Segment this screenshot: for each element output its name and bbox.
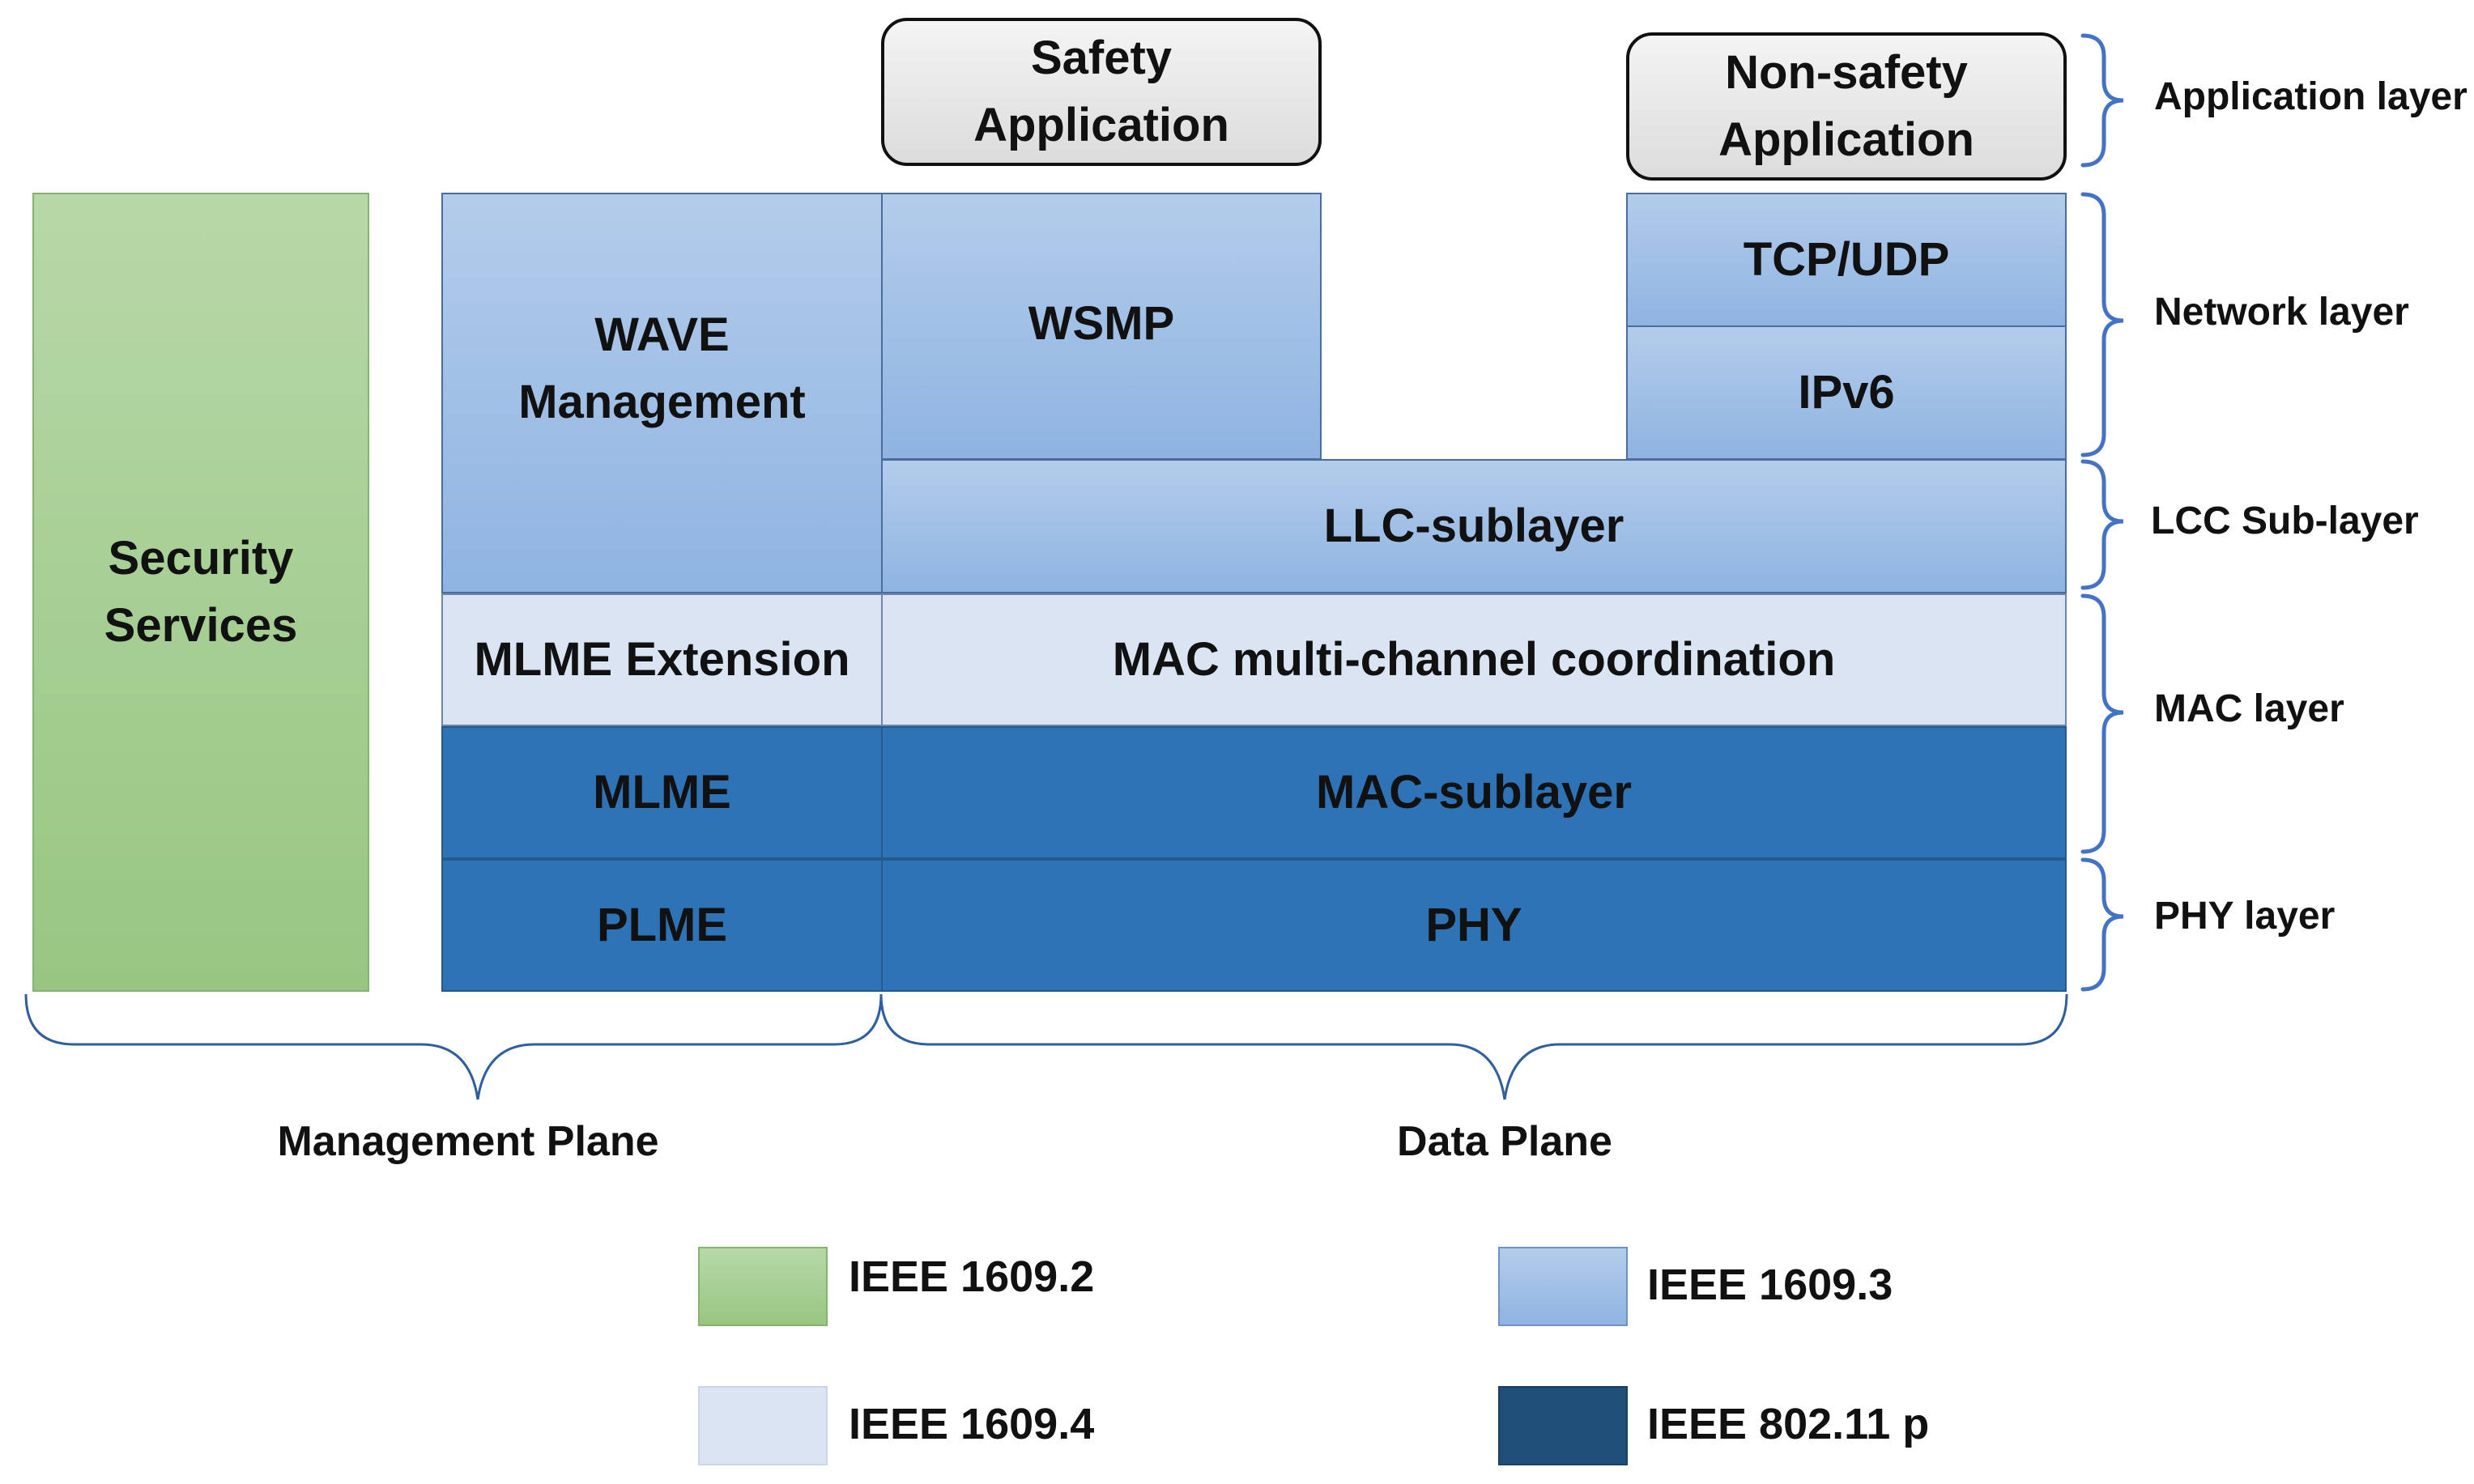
legend-swatch-1609-3 [1498,1247,1628,1326]
plme-label: PLME [596,898,728,951]
mlme-extension-block: MLME Extension [441,593,883,726]
non-safety-application-label: Non-safety Application [1718,46,1974,166]
ipv6-label: IPv6 [1798,365,1895,419]
network-layer-label: Network layer [2154,291,2409,334]
legend-label-1609-4: IEEE 1609.4 [849,1400,1095,1448]
safety-application-box: Safety Application [881,18,1322,166]
plme-block: PLME [441,859,883,992]
legend-label-1609-3: IEEE 1609.3 [1647,1261,1893,1309]
wave-management-label: WAVE Management [518,308,806,428]
security-services-label: Security Services [104,532,298,652]
mac-sublayer-label: MAC-sublayer [1316,765,1632,819]
brace-data-plane [879,993,2068,1100]
mac-multichannel-label: MAC multi-channel coordination [1112,632,1836,686]
llc-sublayer-block: LLC-sublayer [881,459,2067,593]
phy-block: PHY [881,859,2067,992]
legend-label-1609-2: IEEE 1609.2 [849,1252,1095,1301]
mac-sublayer-block: MAC-sublayer [881,726,2067,859]
safety-application-label: Safety Application [973,32,1229,151]
legend-label-802-11p: IEEE 802.11 p [1647,1400,1930,1448]
mlme-label: MLME [593,765,731,819]
security-services-block: Security Services [32,193,369,992]
brace-llc-sublayer [2080,459,2124,590]
mac-multichannel-block: MAC multi-channel coordination [881,593,2067,726]
mlme-extension-label: MLME Extension [474,632,850,686]
brace-application-layer [2080,33,2124,168]
brace-phy-layer [2080,857,2124,992]
phy-layer-label: PHY layer [2154,895,2336,938]
data-plane-label: Data Plane [1397,1118,1612,1165]
legend-swatch-1609-4 [698,1386,828,1465]
management-plane-label: Management Plane [277,1118,659,1165]
wave-management-block: WAVE Management [441,193,883,593]
phy-label: PHY [1425,898,1522,951]
brace-management-plane [24,993,883,1100]
legend-swatch-1609-2 [698,1247,828,1326]
llc-sublayer-label: LLC-sublayer [1323,499,1624,552]
mac-layer-label: MAC layer [2154,687,2344,730]
non-safety-application-box: Non-safety Application [1626,32,2067,181]
brace-network-layer [2080,192,2124,457]
application-layer-label: Application layer [2154,75,2468,118]
llc-sublayer-side-label: LCC Sub-layer [2151,500,2419,542]
ipv6-block: IPv6 [1626,325,2067,460]
wsmp-block: WSMP [881,193,1322,460]
brace-mac-layer [2080,593,2124,854]
legend-swatch-802-11p [1498,1386,1628,1465]
mlme-block: MLME [441,726,883,859]
tcp-udp-label: TCP/UDP [1743,232,1950,286]
wsmp-label: WSMP [1028,296,1175,350]
